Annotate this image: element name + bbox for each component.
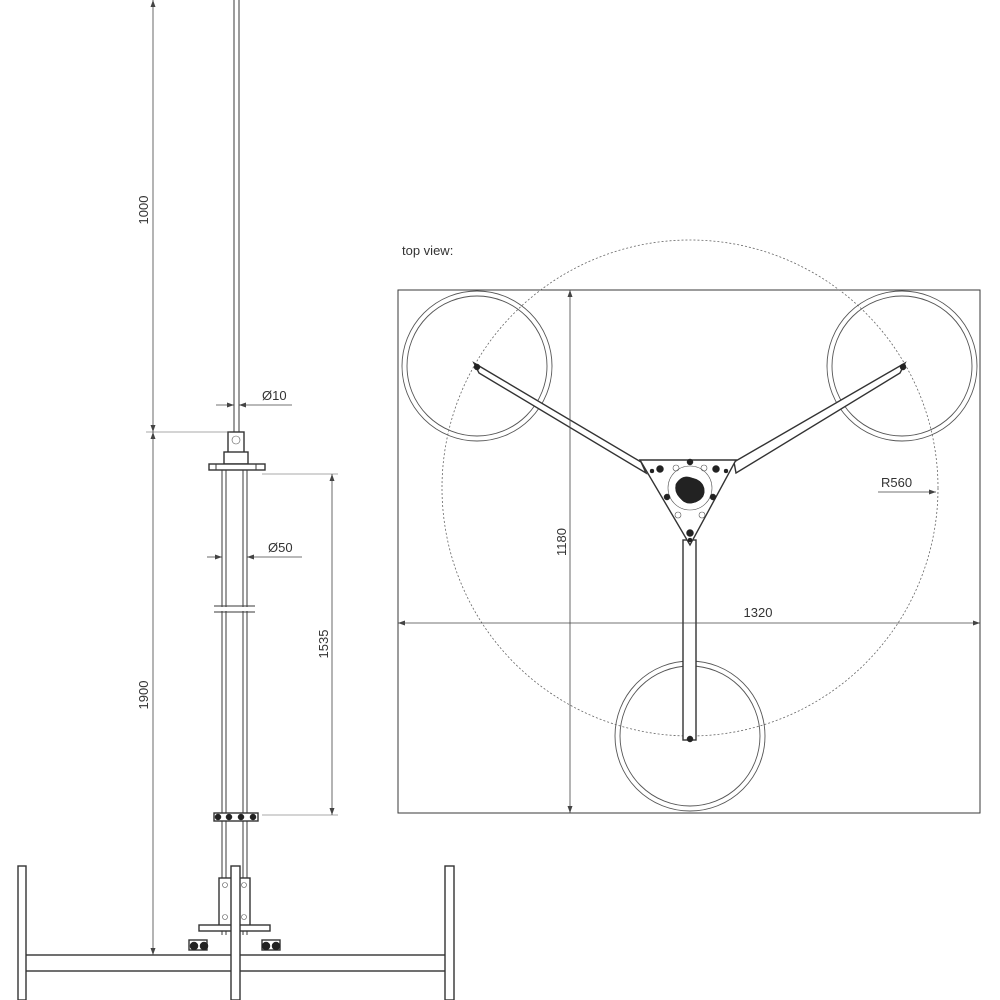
dimension-tube-length: 1535 bbox=[262, 473, 338, 816]
tripod-base bbox=[17, 865, 455, 1000]
side-view: 1000 Ø10 Ø50 1535 1900 bbox=[17, 0, 455, 1000]
rod-clamp bbox=[208, 431, 266, 471]
dimension-total-height: 1900 bbox=[136, 432, 156, 955]
dimension-tube-diameter: Ø50 bbox=[207, 540, 302, 560]
label-1180: 1180 bbox=[554, 528, 569, 556]
dimension-rod-height: 1000 bbox=[136, 0, 230, 433]
base-weight-right bbox=[826, 290, 978, 442]
support-tube bbox=[214, 470, 255, 935]
label-1320: 1320 bbox=[744, 605, 773, 620]
dimension-plan-width: 1320 bbox=[398, 605, 980, 626]
dimension-rod-diameter: Ø10 bbox=[216, 388, 292, 408]
radius-callout: R560 bbox=[878, 475, 936, 495]
label-r560: R560 bbox=[881, 475, 912, 490]
tripod-arms bbox=[472, 361, 907, 743]
lower-coupling bbox=[213, 812, 259, 822]
dimension-plan-depth: 1180 bbox=[554, 290, 573, 813]
label-1900: 1900 bbox=[136, 681, 151, 710]
label-diameter-50: Ø50 bbox=[268, 540, 293, 555]
top-view: top view: bbox=[397, 239, 981, 814]
air-terminal-rod bbox=[233, 0, 240, 432]
label-1000: 1000 bbox=[136, 196, 151, 225]
central-hub-plate bbox=[638, 458, 738, 547]
top-view-caption: top view: bbox=[402, 243, 453, 258]
label-1535: 1535 bbox=[316, 630, 331, 659]
base-weight-left bbox=[401, 290, 553, 442]
label-diameter-10: Ø10 bbox=[262, 388, 287, 403]
plan-boundary bbox=[397, 289, 981, 814]
